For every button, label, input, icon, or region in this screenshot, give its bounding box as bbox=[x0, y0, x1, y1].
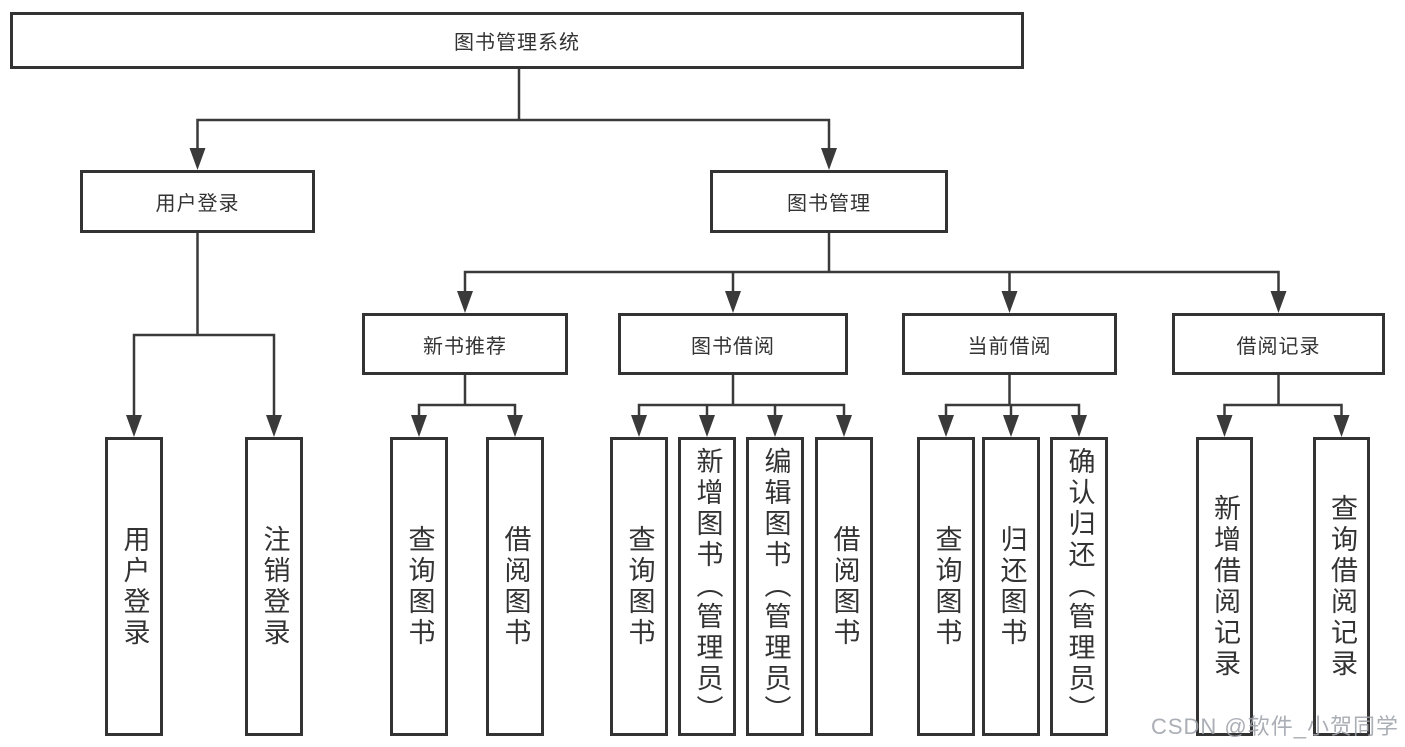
node-label: 查询图书 bbox=[931, 524, 962, 649]
node-label: 借阅图书 bbox=[500, 524, 531, 649]
node-label: 查询图书 bbox=[624, 524, 655, 649]
leaf-confirm-return-admin: 确认归还（管理员） bbox=[1050, 437, 1108, 736]
leaf-query-books-current: 查询图书 bbox=[917, 437, 975, 736]
node-label: 借阅图书 bbox=[829, 524, 860, 649]
leaf-query-borrow-record: 查询借阅记录 bbox=[1313, 437, 1370, 736]
leaf-user-login: 用户登录 bbox=[105, 437, 163, 736]
node-label: 确认归还（管理员） bbox=[1064, 447, 1095, 726]
node-label: 图书管理系统 bbox=[454, 32, 580, 54]
leaf-add-book-admin: 新增图书（管理员） bbox=[678, 437, 736, 736]
node-book-management: 图书管理 bbox=[710, 170, 948, 233]
node-label: 查询借阅记录 bbox=[1327, 493, 1357, 680]
node-label: 用户登录 bbox=[119, 524, 150, 649]
node-label: 新增借阅记录 bbox=[1210, 493, 1240, 680]
node-label: 编辑图书（管理员） bbox=[760, 447, 791, 726]
node-label: 借阅记录 bbox=[1236, 335, 1321, 358]
node-label: 新书推荐 bbox=[423, 335, 507, 358]
node-label: 图书借阅 bbox=[691, 335, 775, 358]
leaf-query-books-recommend: 查询图书 bbox=[390, 437, 448, 736]
leaf-add-borrow-record: 新增借阅记录 bbox=[1196, 437, 1253, 736]
node-borrow-record: 借阅记录 bbox=[1172, 313, 1385, 375]
node-new-book-recommend: 新书推荐 bbox=[362, 313, 568, 375]
leaf-borrow-book: 借阅图书 bbox=[815, 437, 873, 736]
node-book-borrow: 图书借阅 bbox=[618, 313, 848, 375]
leaf-borrow-books-recommend: 借阅图书 bbox=[486, 437, 544, 736]
node-label: 图书管理 bbox=[787, 193, 871, 215]
node-label: 用户登录 bbox=[155, 193, 240, 215]
leaf-logout: 注销登录 bbox=[245, 437, 303, 736]
node-label: 注销登录 bbox=[259, 524, 290, 649]
node-label: 归还图书 bbox=[996, 524, 1027, 649]
node-library-management-system: 图书管理系统 bbox=[10, 12, 1024, 69]
csdn-watermark: CSDN @软件_小贺同学 bbox=[1150, 714, 1399, 739]
node-label: 当前借阅 bbox=[967, 335, 1052, 358]
node-user-login: 用户登录 bbox=[80, 170, 315, 233]
node-label: 查询图书 bbox=[404, 524, 435, 649]
leaf-edit-book-admin: 编辑图书（管理员） bbox=[746, 437, 804, 736]
node-current-borrow: 当前借阅 bbox=[902, 313, 1117, 375]
leaf-query-books-borrow: 查询图书 bbox=[610, 437, 668, 736]
node-label: 新增图书（管理员） bbox=[692, 447, 723, 726]
leaf-return-book: 归还图书 bbox=[982, 437, 1040, 736]
